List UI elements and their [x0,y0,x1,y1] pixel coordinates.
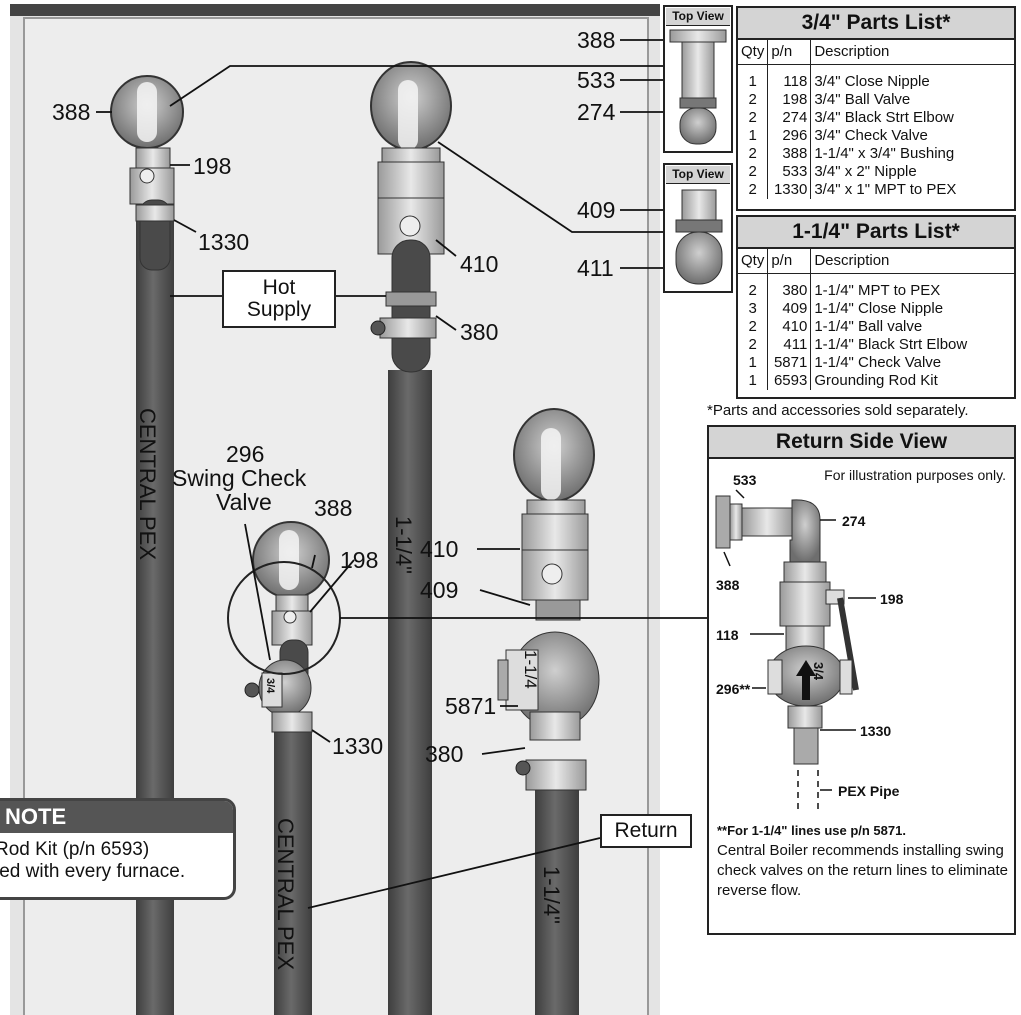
rsv-label-274: 274 [842,513,866,529]
parts-list-114-header: Qty p/n Description [738,249,1014,274]
label-388-low: 388 [314,495,352,521]
col-qty: Qty [738,40,769,65]
col-desc: Description [810,40,1014,65]
label-198-top: 198 [193,153,231,179]
label-1330-low: 1330 [332,733,383,759]
parts-list-114: 1-1/4" Parts List* Qty p/n Description 2… [736,215,1016,399]
rsv-label-1330: 1330 [860,723,891,739]
rsv-label-118: 118 [716,627,739,643]
note-line1: Rod Kit (p/n 6593) [0,839,150,860]
label-tv-409: 409 [577,197,615,223]
parts-list-34-header: Qty p/n Description [738,40,1014,65]
note-header: NOTE [0,801,233,833]
top-view-box-1 [663,5,733,153]
label-380-mid: 380 [460,319,498,345]
hot-supply-line2: Supply [246,298,312,321]
label-410-mid: 410 [460,251,498,277]
label-tv-533: 533 [577,67,615,93]
valve-34-text: 3/4 [264,678,276,694]
label-409-right: 409 [420,577,458,603]
label-388-top: 388 [52,99,90,125]
label-5871-right: 5871 [445,693,496,719]
note-line2: led with every furnace. [0,861,186,882]
hot-supply-callout: Hot Supply [222,270,336,328]
valve-114-text: 1-1/4 [521,650,540,689]
top-view-box-2 [663,163,733,293]
label-tv-274: 274 [577,99,616,125]
sold-separately-note: *Parts and accessories sold separately. [707,402,969,419]
label-swing-line2: Valve [216,489,272,515]
footnote-bold: **For 1-1/4" lines use p/n 5871. [717,823,906,838]
rsv-label-388: 388 [716,577,740,593]
parts-list-114-title: 1-1/4" Parts List* [738,217,1014,249]
col-qty: Qty [738,249,769,274]
top-view-label-2: Top View [666,166,730,184]
grounding-note-box: NOTE Rod Kit (p/n 6593) led with every f… [0,798,236,900]
top-view-label-1: Top View [666,8,730,26]
return-side-footnote: **For 1-1/4" lines use p/n 5871. Central… [717,821,1009,901]
pipe-lower-left-assembly [244,521,330,1015]
col-pn: p/n [767,40,812,65]
return-callout: Return [600,814,692,848]
return-side-view-title: Return Side View [709,427,1014,459]
central-pex-left-text: CENTRAL PEX [135,408,160,560]
label-tv-411: 411 [577,255,614,281]
rsv-label-34: 3/4 [811,662,826,681]
col-pn: p/n [767,249,812,274]
label-380-right: 380 [425,741,463,767]
panel-top-bar [10,4,660,16]
pipe-size-right-text: 1-1/4" [539,866,564,924]
label-swing-line1: Swing Check [172,465,307,491]
hot-supply-line1: Hot [262,276,296,299]
pipe-middle-assembly [370,61,452,1015]
note-body: Rod Kit (p/n 6593) led with every furnac… [0,833,233,883]
label-tv-388: 388 [577,27,615,53]
parts-list-34-title: 3/4" Parts List* [738,8,1014,40]
central-pex-low-text: CENTRAL PEX [273,818,298,970]
leader-lines [96,39,707,909]
label-198-low: 198 [340,547,378,573]
pipe-right-assembly [497,408,600,1015]
footnote-text: Central Boiler recommends installing swi… [717,842,1008,899]
rsv-label-533: 533 [733,472,757,488]
illustration-note: For illustration purposes only. [824,467,1006,483]
pipe-size-mid-text: 1-1/4" [391,516,416,574]
label-410-right: 410 [420,536,458,562]
return-side-view-panel: Return Side View For illustration purpos… [707,425,1016,935]
label-1330-top: 1330 [198,229,249,255]
rsv-label-pex-pipe: PEX Pipe [838,783,900,799]
label-296: 296 [226,441,264,467]
rsv-label-296: 296** [716,681,751,697]
return-side-view-illustration [715,489,876,812]
rsv-label-198: 198 [880,591,904,607]
col-desc: Description [810,249,1014,274]
